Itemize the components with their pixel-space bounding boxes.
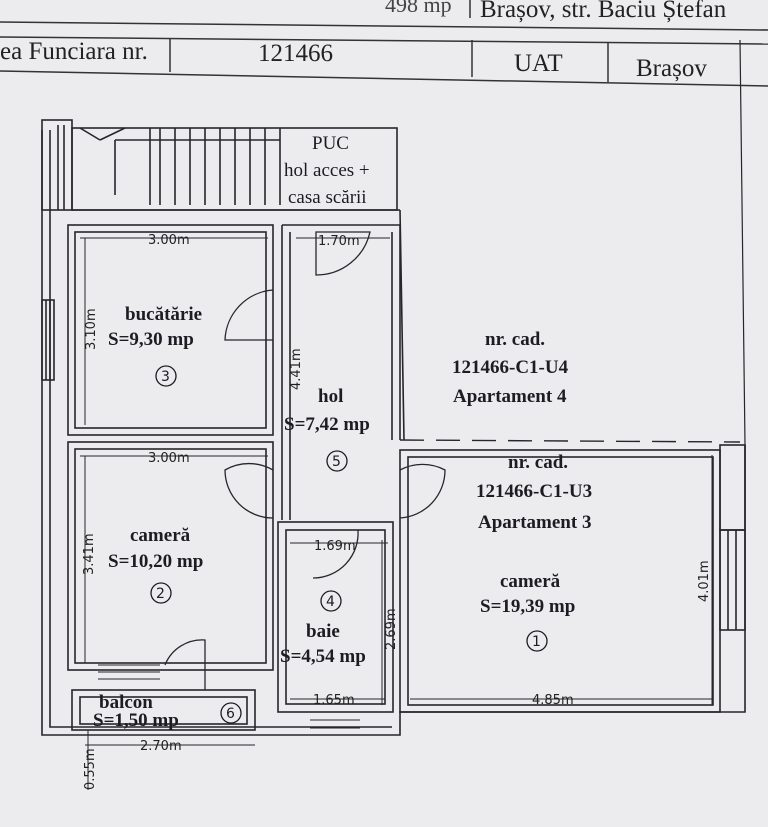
bath-index-circle <box>320 590 342 612</box>
kitchen-outline <box>67 224 274 436</box>
balcony-name: balcon <box>99 692 153 713</box>
kitchen-name: bucătărie <box>125 304 202 325</box>
outer-wall <box>41 130 746 736</box>
door-room2 <box>224 463 274 519</box>
apt3-name: Apartament 3 <box>478 512 591 533</box>
hall-index: 5 <box>332 454 341 470</box>
bath-name: baie <box>306 621 340 642</box>
kitchen-index-circle <box>155 365 177 387</box>
header-area-value: 498 mp <box>385 0 452 17</box>
door-swings <box>164 231 446 690</box>
balcony-index: 6 <box>226 706 235 722</box>
dim-bath-width-bottom: 1.65m <box>313 693 355 708</box>
bath-index: 4 <box>326 594 335 610</box>
dim-kitchen-width: 3.00m <box>148 233 190 248</box>
window-right <box>719 444 746 531</box>
bath-area: S=4,54 mp <box>280 646 366 667</box>
dim-balcony-depth: 0.55m <box>83 748 98 790</box>
room2-index: 2 <box>156 586 165 602</box>
dim-hall-height: 4.41m <box>289 348 304 390</box>
bigroom-index-circle <box>526 630 548 652</box>
room2-outline <box>67 441 274 671</box>
puc-line3: casa scării <box>288 187 367 208</box>
room2-name: cameră <box>130 525 191 546</box>
hall-index-circle <box>326 450 348 472</box>
kitchen-index: 3 <box>161 369 170 385</box>
apt3-cad-label: nr. cad. <box>508 452 568 473</box>
hall-name: hol <box>318 386 343 407</box>
balcony-outline <box>71 689 256 731</box>
door-kitchen <box>224 289 274 341</box>
header-cf-number: 121466 <box>258 40 333 67</box>
apt4-cad-label: nr. cad. <box>485 329 545 350</box>
dim-bigroom-height: 4.01m <box>697 560 712 602</box>
apartment-boundary <box>399 439 741 443</box>
puc-line2: hol acces + <box>284 160 370 181</box>
bigroom-name: cameră <box>500 571 561 592</box>
door-bath <box>312 529 359 579</box>
dim-bigroom-width: 4.85m <box>532 693 574 708</box>
window-left <box>41 299 55 381</box>
apt4-cad-number: 121466-C1-U4 <box>452 357 569 378</box>
dim-room2-width: 3.00m <box>148 451 190 466</box>
dim-room2-height: 3.41m <box>82 533 97 575</box>
door-hall-top <box>315 231 371 276</box>
apt3-cad-number: 121466-C1-U3 <box>476 481 592 502</box>
room2-area: S=10,20 mp <box>108 551 203 572</box>
dim-bath-height: 2.69m <box>384 608 399 650</box>
hall-area: S=7,42 mp <box>284 414 370 435</box>
apt4-name: Apartament 4 <box>453 386 567 407</box>
balcony-index-circle <box>220 702 242 724</box>
door-balcony <box>164 639 206 690</box>
header-cf-label: ea Funciara nr. <box>0 38 148 65</box>
bigroom-index: 1 <box>532 634 541 650</box>
dim-balcony-width: 2.70m <box>140 739 182 754</box>
header-table-lines <box>0 0 768 87</box>
room2-index-circle <box>150 582 172 604</box>
header-uat-label: UAT <box>514 50 563 77</box>
kitchen-area: S=9,30 mp <box>108 329 194 350</box>
dimension-lines <box>80 237 713 790</box>
dim-kitchen-height: 3.10m <box>84 308 99 350</box>
door-bigroom <box>399 463 446 519</box>
dim-hall-top-width: 1.70m <box>318 234 360 249</box>
stair-steps <box>149 128 281 205</box>
puc-title: PUC <box>312 133 349 154</box>
bigroom-area: S=19,39 mp <box>480 596 575 617</box>
balcony-area: S=1,50 mp <box>93 710 179 731</box>
window-left-2 <box>41 119 73 211</box>
dim-bath-width-top: 1.69m <box>314 539 356 554</box>
header-address: Brașov, str. Baciu Ștefan <box>480 0 727 23</box>
header-uat-value: Brașov <box>636 55 707 82</box>
